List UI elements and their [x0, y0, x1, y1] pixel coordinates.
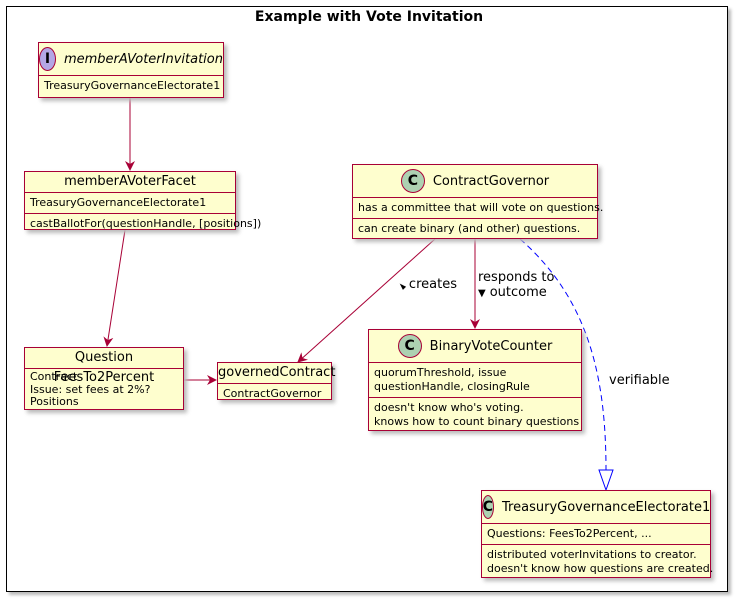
node-field: Positions: [30, 395, 79, 408]
node-field: Issue: set fees at 2%?: [30, 382, 151, 396]
node-title: TreasuryGovernanceElectorate1: [502, 499, 711, 515]
node-member-a-voter-facet: memberAVoterFacet TreasuryGovernanceElec…: [24, 171, 262, 230]
node-title: BinaryVoteCounter: [429, 338, 553, 354]
direction-arrow-icon: ▼: [478, 288, 486, 299]
node-field: Contract: [30, 370, 78, 383]
node-method: can create binary (and other) questions.: [358, 222, 581, 235]
node-field: ContractGovernor: [223, 387, 322, 400]
node-field: questionHandle, closingRule: [374, 380, 530, 393]
edge-facet-question: [103, 229, 126, 347]
node-question-fees-to-2-percent: Question FeesTo2Percent Contract Issue: …: [24, 347, 184, 410]
edge-label-responds: responds to ▼outcome: [478, 270, 554, 301]
node-method: knows how to count binary questions: [374, 415, 580, 428]
node-field: TreasuryGovernanceElectorate1: [30, 196, 207, 209]
edge-label-text: responds to: [478, 270, 555, 285]
node-title: ContractGovernor: [432, 173, 550, 189]
node-title: memberAVoterInvitation: [63, 51, 223, 67]
node-binary-vote-counter: C BinaryVoteCounter quorumThreshold, iss…: [368, 329, 582, 431]
node-method: doesn't know how questions are created.: [487, 562, 714, 575]
edge-label-creates: ◄creates: [396, 277, 457, 294]
edge-label-verifiable: verifiable: [609, 373, 670, 388]
edge-label-text: creates: [408, 277, 457, 292]
class-icon: C: [481, 495, 495, 519]
node-field: has a committee that will vote on questi…: [358, 201, 604, 214]
diagram-title: Example with Vote Invitation: [254, 9, 484, 25]
node-method: distributed voterInvitations to creator.: [487, 548, 697, 561]
edge-governor-electorate: [519, 238, 607, 471]
edge-label-text: outcome: [489, 285, 547, 300]
class-icon: C: [397, 334, 422, 358]
node-field: quorumThreshold, issue: [374, 366, 507, 379]
node-title: governedContract: [218, 365, 336, 380]
node-field: TreasuryGovernanceElectorate1: [44, 79, 221, 92]
node-title: Question FeesTo2Percent: [53, 350, 155, 385]
interface-icon: I: [39, 47, 56, 71]
node-governed-contract: governedContract ContractGovernor: [217, 362, 336, 400]
realization-arrowhead: [598, 469, 614, 492]
node-method: doesn't know who's voting.: [374, 401, 524, 414]
node-field: Questions: FeesTo2Percent, ...: [487, 527, 652, 540]
diagram-frame: [6, 6, 728, 592]
node-treasury-governance-electorate-1: C TreasuryGovernanceElectorate1 Question…: [481, 490, 714, 578]
node-member-a-voter-invitation: I memberAVoterInvitation TreasuryGoverna…: [38, 42, 224, 98]
edge-governor-governed: [297, 238, 436, 363]
class-icon: C: [400, 169, 425, 193]
node-title: memberAVoterFacet: [64, 174, 196, 189]
node-method: castBallotFor(questionHandle, [positions…: [30, 217, 262, 230]
node-contract-governor: C ContractGovernor has a committee that …: [352, 164, 604, 239]
